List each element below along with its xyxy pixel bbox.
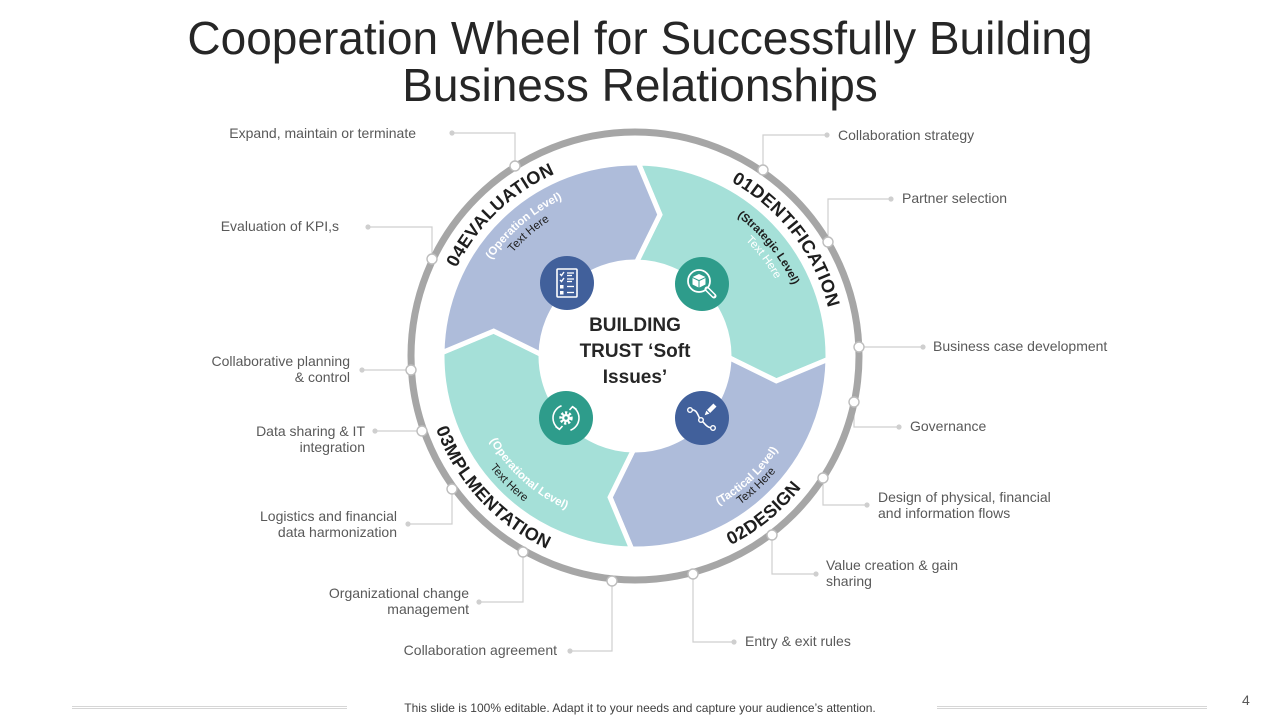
connector-end-dot bbox=[731, 639, 737, 645]
connector-end-dot bbox=[888, 196, 894, 202]
footer-divider-left bbox=[72, 706, 347, 709]
pen-tool-icon bbox=[675, 391, 729, 445]
callout-connector-line bbox=[692, 574, 734, 643]
callout-entry-exit-rules: Entry & exit rules bbox=[745, 633, 851, 649]
page-number: 4 bbox=[1242, 692, 1250, 708]
center-text-line-2: TRUST ‘Soft bbox=[579, 341, 691, 362]
connector-end-dot bbox=[864, 502, 870, 508]
callout-connector-line bbox=[408, 489, 453, 525]
callout-design-of-flows: Design of physical, financial and inform… bbox=[878, 489, 1051, 521]
ring-node-dot bbox=[853, 341, 865, 353]
ring-node-dot bbox=[426, 253, 438, 265]
ring-nodes bbox=[405, 160, 865, 587]
segment-implementation bbox=[439, 328, 638, 552]
ring-node-dot bbox=[757, 164, 769, 176]
callout-organizational-change: Organizational change management bbox=[328, 585, 469, 617]
center-hub-text: BUILDING TRUST ‘Soft Issues’ bbox=[535, 313, 735, 391]
callout-connector-line bbox=[762, 134, 827, 170]
connector-end-dot bbox=[896, 424, 902, 430]
segment-evaluation bbox=[439, 160, 663, 359]
callout-connector-line bbox=[822, 478, 867, 506]
gear-refresh-icon bbox=[539, 391, 593, 445]
callout-collaboration-agreement: Collaboration agreement bbox=[403, 642, 557, 658]
center-text-line-3: Issues’ bbox=[602, 367, 668, 388]
callout-partner-selection: Partner selection bbox=[902, 190, 1008, 206]
ring-node-dot bbox=[817, 472, 829, 484]
connector-end-dot bbox=[476, 599, 482, 605]
ring-node-dot bbox=[405, 364, 417, 376]
footer-note: This slide is 100% editable. Adapt it to… bbox=[404, 701, 876, 715]
callout-connector-line bbox=[827, 198, 891, 242]
callout-connector-line bbox=[771, 535, 816, 575]
connector-end-dot bbox=[824, 132, 830, 138]
callout-logistics-harmonization: Logistics and financial data harmonizati… bbox=[260, 508, 397, 540]
callout-business-case-development: Business case development bbox=[933, 338, 1108, 354]
ring-node-dot bbox=[822, 236, 834, 248]
connector-end-dot bbox=[359, 367, 365, 373]
connector-end-dot bbox=[372, 428, 378, 434]
ring-node-dot bbox=[687, 568, 699, 580]
callout-connector-line bbox=[853, 402, 899, 428]
callout-expand-maintain-terminate: Expand, maintain or terminate bbox=[229, 125, 416, 141]
ring-node-dot bbox=[517, 546, 529, 558]
slide-title: Cooperation Wheel for Successfully Build… bbox=[0, 15, 1280, 109]
ring-node-dot bbox=[848, 396, 860, 408]
callout-connector-line bbox=[479, 552, 524, 603]
ring-node-dot bbox=[606, 575, 618, 587]
footer-divider-right bbox=[937, 706, 1207, 709]
connector-end-dot bbox=[567, 648, 573, 654]
connector-end-dot bbox=[813, 571, 819, 577]
callout-collaboration-strategy: Collaboration strategy bbox=[838, 127, 975, 143]
ring-node-dot bbox=[509, 160, 521, 172]
connector-end-dot bbox=[405, 521, 411, 527]
connector-end-dot bbox=[449, 130, 455, 136]
slide-title-line-2: Business Relationships bbox=[402, 59, 878, 111]
search-box-icon bbox=[675, 257, 729, 311]
callout-value-creation: Value creation & gain sharing bbox=[826, 557, 959, 589]
callout-connectors bbox=[359, 130, 926, 654]
connector-end-dot bbox=[920, 344, 926, 350]
outer-ring bbox=[407, 128, 863, 584]
callout-governance: Governance bbox=[910, 418, 987, 434]
center-text-line-1: BUILDING bbox=[589, 315, 681, 336]
ring-node-dot bbox=[766, 529, 778, 541]
checklist-icon bbox=[540, 256, 594, 310]
slide-title-line-1: Cooperation Wheel for Successfully Build… bbox=[187, 12, 1093, 64]
callout-connector-line bbox=[368, 226, 433, 259]
ring-node-dot bbox=[416, 425, 428, 437]
ring-node-dot bbox=[446, 483, 458, 495]
callout-evaluation-kpis: Evaluation of KPI,s bbox=[220, 218, 339, 234]
callout-data-sharing: Data sharing & IT integration bbox=[256, 423, 365, 455]
callout-connector-line bbox=[452, 132, 516, 166]
connector-end-dot bbox=[365, 224, 371, 230]
callout-collaborative-planning: Collaborative planning & control bbox=[211, 353, 350, 385]
callout-connector-line bbox=[570, 581, 613, 652]
